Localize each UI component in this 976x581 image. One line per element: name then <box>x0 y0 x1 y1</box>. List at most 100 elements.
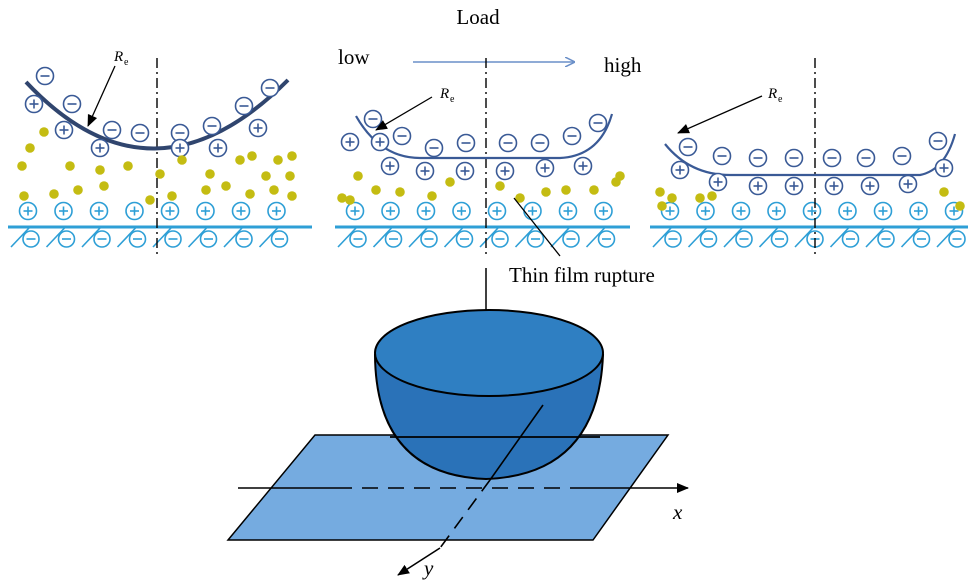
y-axis <box>397 404 544 576</box>
radius-pointer-2 <box>375 96 433 131</box>
cation-icon <box>670 160 690 180</box>
particle <box>25 143 35 153</box>
particle <box>561 185 571 195</box>
cation-icon <box>731 201 751 221</box>
particle <box>205 169 215 179</box>
particle <box>245 189 255 199</box>
cation-icon <box>495 161 515 181</box>
particle <box>49 189 59 199</box>
surface-hatch <box>900 227 921 248</box>
ball-surface-curve <box>355 113 614 160</box>
particle <box>177 155 187 165</box>
anion-icon <box>588 113 608 133</box>
cation-icon <box>824 176 844 196</box>
cation-icon <box>838 201 857 221</box>
radius-label-1: R e <box>113 49 129 68</box>
surface-hatch <box>10 227 30 248</box>
surface-hatch <box>81 227 101 248</box>
anion-icon <box>699 230 718 248</box>
anion-icon <box>456 133 476 153</box>
cation-icon <box>573 156 593 176</box>
anion-icon <box>57 230 76 248</box>
particle <box>657 201 667 211</box>
surface-hatch <box>187 227 208 248</box>
anion-icon <box>234 96 254 116</box>
particle <box>287 151 297 161</box>
radius-pointer-1 <box>87 65 116 127</box>
anion-icon <box>784 148 804 168</box>
cation-icon <box>802 201 822 221</box>
surface-hatch <box>372 227 393 248</box>
particle <box>395 187 405 197</box>
radius-label-2: R e <box>439 86 455 105</box>
anion-icon <box>856 148 876 168</box>
svg-text:R: R <box>767 86 777 102</box>
cation-icon <box>90 138 110 158</box>
particle <box>273 155 283 165</box>
surface-hatch <box>865 227 885 248</box>
particle <box>345 195 355 205</box>
surface-hatch <box>794 227 814 248</box>
anion-icon <box>102 120 122 140</box>
surface-hatch <box>152 227 172 248</box>
particle <box>337 193 347 203</box>
cation-icon <box>934 158 954 178</box>
anion-icon <box>128 230 147 248</box>
anion-icon <box>130 123 150 143</box>
cation-icon <box>170 138 190 158</box>
anion-icon <box>770 230 789 248</box>
cation-icon <box>370 132 390 152</box>
load-high-label: high <box>604 53 642 77</box>
particle <box>235 155 245 165</box>
cation-icon <box>415 161 435 181</box>
anion-icon <box>530 133 550 153</box>
anion-icon <box>491 230 509 248</box>
anion-icon <box>526 230 545 248</box>
anion-icon <box>270 230 289 248</box>
cation-icon <box>696 201 715 221</box>
anion-icon <box>420 230 438 248</box>
cation-icon <box>873 201 893 221</box>
particle <box>353 171 363 181</box>
particle <box>19 191 29 201</box>
anion-icon <box>93 230 111 248</box>
surface-hatch <box>443 227 464 248</box>
particle <box>201 185 211 195</box>
particle <box>615 171 625 181</box>
anion-icon <box>35 66 55 86</box>
particle <box>655 187 665 197</box>
cation-icon <box>767 201 786 221</box>
cation-icon <box>18 201 38 221</box>
surface-hatch <box>585 227 606 248</box>
anion-icon <box>664 230 682 248</box>
particle <box>707 191 717 201</box>
cation-icon <box>594 201 613 221</box>
cation-icon <box>54 201 73 221</box>
surface-hatch <box>723 227 743 248</box>
particle <box>145 195 155 205</box>
particle <box>495 181 505 191</box>
anion-icon <box>164 230 182 248</box>
surface-hatch <box>408 227 428 248</box>
cation-icon <box>380 156 400 176</box>
cation-icon <box>248 118 268 138</box>
particle <box>73 185 83 195</box>
particle <box>287 191 297 201</box>
surface-hatch <box>829 227 850 248</box>
cation-icon <box>340 132 360 152</box>
anion-icon <box>562 126 582 146</box>
cation-icon <box>267 201 286 221</box>
anion-icon <box>912 230 931 248</box>
anion-icon <box>349 230 367 248</box>
cation-icon <box>416 201 436 221</box>
anion-icon <box>424 138 444 158</box>
particle <box>589 185 599 195</box>
anion-icon <box>877 230 895 248</box>
radius-pointer-3 <box>677 95 763 134</box>
particle <box>427 191 437 201</box>
anion-icon <box>22 230 40 248</box>
particle <box>695 193 705 203</box>
particle <box>221 181 231 191</box>
svg-text:R: R <box>113 49 123 65</box>
cation-icon <box>125 201 144 221</box>
